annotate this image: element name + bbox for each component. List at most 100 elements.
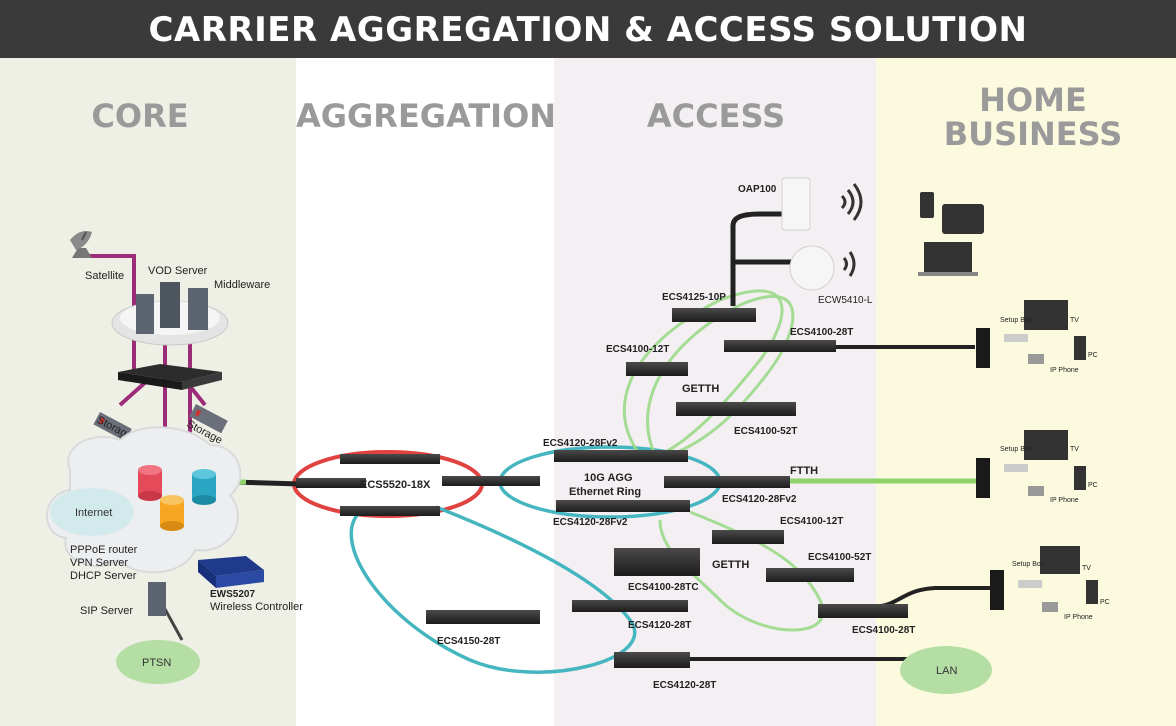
switch-agg-bot: [340, 506, 440, 516]
internet-cloud: [50, 488, 134, 536]
zone-title-access: ACCESS: [646, 97, 786, 135]
pc-3-label: PC: [1100, 599, 1110, 606]
tv-1-label: TV: [1070, 317, 1079, 324]
switch-ecs4100-28tc: [614, 548, 700, 576]
satellite-label: Satellite: [85, 270, 124, 282]
zone-title-business: BUSINESS: [943, 115, 1123, 153]
getth-top-label: GETTH: [682, 383, 719, 395]
database-teal-icon: [192, 469, 216, 505]
switch-ecs4100-12t-top: [626, 362, 688, 376]
ecs4100-12t-top-label: ECS4100-12T: [606, 344, 669, 355]
wireless-controller-icon: [198, 556, 264, 588]
tv-3-icon: [1040, 546, 1080, 574]
ecs4100-52t-top-label: ECS4100-52T: [734, 426, 797, 437]
switch-agg-mid: [296, 478, 366, 488]
ecw5410-icon: [789, 245, 835, 291]
vpn-label: VPN Server: [70, 557, 128, 569]
switch-ecs4120-28t-b: [614, 652, 690, 668]
server-rack-icon: [136, 282, 208, 334]
teal-lower-loop: [349, 505, 637, 674]
home-group: Setup Box TV PC IP Phone Setup Box TV PC…: [900, 192, 1110, 694]
satellite-icon: [70, 231, 92, 258]
zone-title-core: CORE: [91, 97, 189, 135]
title-bar: [0, 0, 1176, 58]
wifi-icon: [840, 183, 863, 221]
access-group: OAP100 ECW5410-L ECS4125-10P ECS4100-28T…: [426, 177, 915, 691]
storage-right-icon: [189, 404, 228, 434]
tv-2-label: TV: [1070, 446, 1079, 453]
ecs4120-28fv2-a-label: ECS4120-28Fv2: [543, 438, 618, 449]
ring-label-2: Ethernet Ring: [569, 486, 641, 498]
switch-ecs4100-52t-top: [676, 402, 796, 416]
middleware-label: Middleware: [214, 279, 270, 291]
core-router-icon: [118, 364, 222, 382]
ecs4150-28t-label: ECS4150-28T: [437, 636, 500, 647]
ecs4100-28t-top-label: ECS4100-28T: [790, 327, 853, 338]
tablet-device-icon: [942, 204, 984, 234]
setup-box-2-label: Setup Box: [1000, 446, 1033, 453]
switch-ecs4120-28fv2-a: [554, 450, 688, 462]
ecw5410-label: ECW5410-L: [818, 295, 873, 306]
ptsn-cloud: [116, 640, 200, 684]
storage-left-icon: [93, 412, 132, 442]
ip-phone-1-icon: [1028, 354, 1044, 364]
switch-agg-top: [340, 454, 440, 464]
sip-server-label: SIP Server: [80, 605, 133, 617]
tv-3-label: TV: [1082, 565, 1091, 572]
home-business-zone: [876, 58, 1176, 726]
zone-title-home: HOME: [979, 81, 1087, 119]
ecs4100-28tc-label: ECS4100-28TC: [628, 582, 699, 593]
switch-ecs4100-12t-bot: [712, 530, 784, 544]
pc-3-icon: [1086, 580, 1098, 604]
database-red-icon: [138, 465, 162, 501]
ecs4100-12t-bot-label: ECS4100-12T: [780, 516, 843, 527]
ecs4120-28t-b-label: ECS4120-28T: [653, 680, 716, 691]
wifi-icon-2: [842, 251, 856, 277]
switch-ecs4120-28fv2-b: [664, 476, 790, 488]
switch-ecs4150-28t: [426, 610, 540, 624]
pc-1-icon: [1074, 336, 1086, 360]
tv-1-icon: [1024, 300, 1068, 330]
switch-ecs4125: [672, 308, 756, 322]
pc-2-label: PC: [1088, 482, 1098, 489]
ecs4120-28fv2-c-label: ECS4120-28Fv2: [553, 517, 628, 528]
aggregation-group: ECS5520-18X: [296, 454, 540, 516]
ecs4100-52t-bot-label: ECS4100-52T: [808, 552, 871, 563]
vod-server-label: VOD Server: [148, 265, 208, 277]
phone-2-label: IP Phone: [1050, 497, 1079, 504]
ecs4100-28t-bot-label: ECS4100-28T: [852, 625, 915, 636]
setup-box-2-icon: [1004, 464, 1028, 472]
setup-box-1-icon: [1004, 334, 1028, 342]
pc-1-label: PC: [1088, 352, 1098, 359]
ring-label-1: 10G AGG: [584, 472, 633, 484]
zone-title-aggregation: AGGREGATION: [296, 97, 557, 135]
switch-ecs4120-28fv2-c: [556, 500, 690, 512]
ip-phone-3-icon: [1042, 602, 1058, 612]
database-orange-icon: [160, 495, 184, 531]
pppoe-label: PPPoE router: [70, 544, 138, 556]
switch-agg-link: [442, 476, 540, 486]
ftth-label: FTTH: [790, 465, 818, 477]
switch-ecs4100-28t-bot: [818, 604, 908, 618]
switch-ecs4120-28t-a: [572, 600, 688, 612]
ip-phone-2-icon: [1028, 486, 1044, 496]
laptop-device-icon: [924, 242, 972, 272]
setup-box-3-icon: [1018, 580, 1042, 588]
phone-1-label: IP Phone: [1050, 367, 1079, 374]
dhcp-label: DHCP Server: [70, 570, 137, 582]
lan-cloud: [900, 646, 992, 694]
phone-device-icon: [920, 192, 934, 218]
ecs4125-label: ECS4125-10P: [662, 292, 726, 303]
tv-2-icon: [1024, 430, 1068, 460]
core-group: Satellite VOD Server Middleware: [46, 231, 303, 684]
pc-2-icon: [1074, 466, 1086, 490]
gateway-1-icon: [976, 328, 990, 368]
ews-desc-label: Wireless Controller: [210, 601, 303, 613]
internet-label: Internet: [75, 507, 112, 519]
switch-ecs4100-28t-top: [724, 340, 836, 352]
gateway-3-icon: [990, 570, 1004, 610]
sip-server-icon: [148, 582, 166, 616]
phone-3-label: IP Phone: [1064, 614, 1093, 621]
